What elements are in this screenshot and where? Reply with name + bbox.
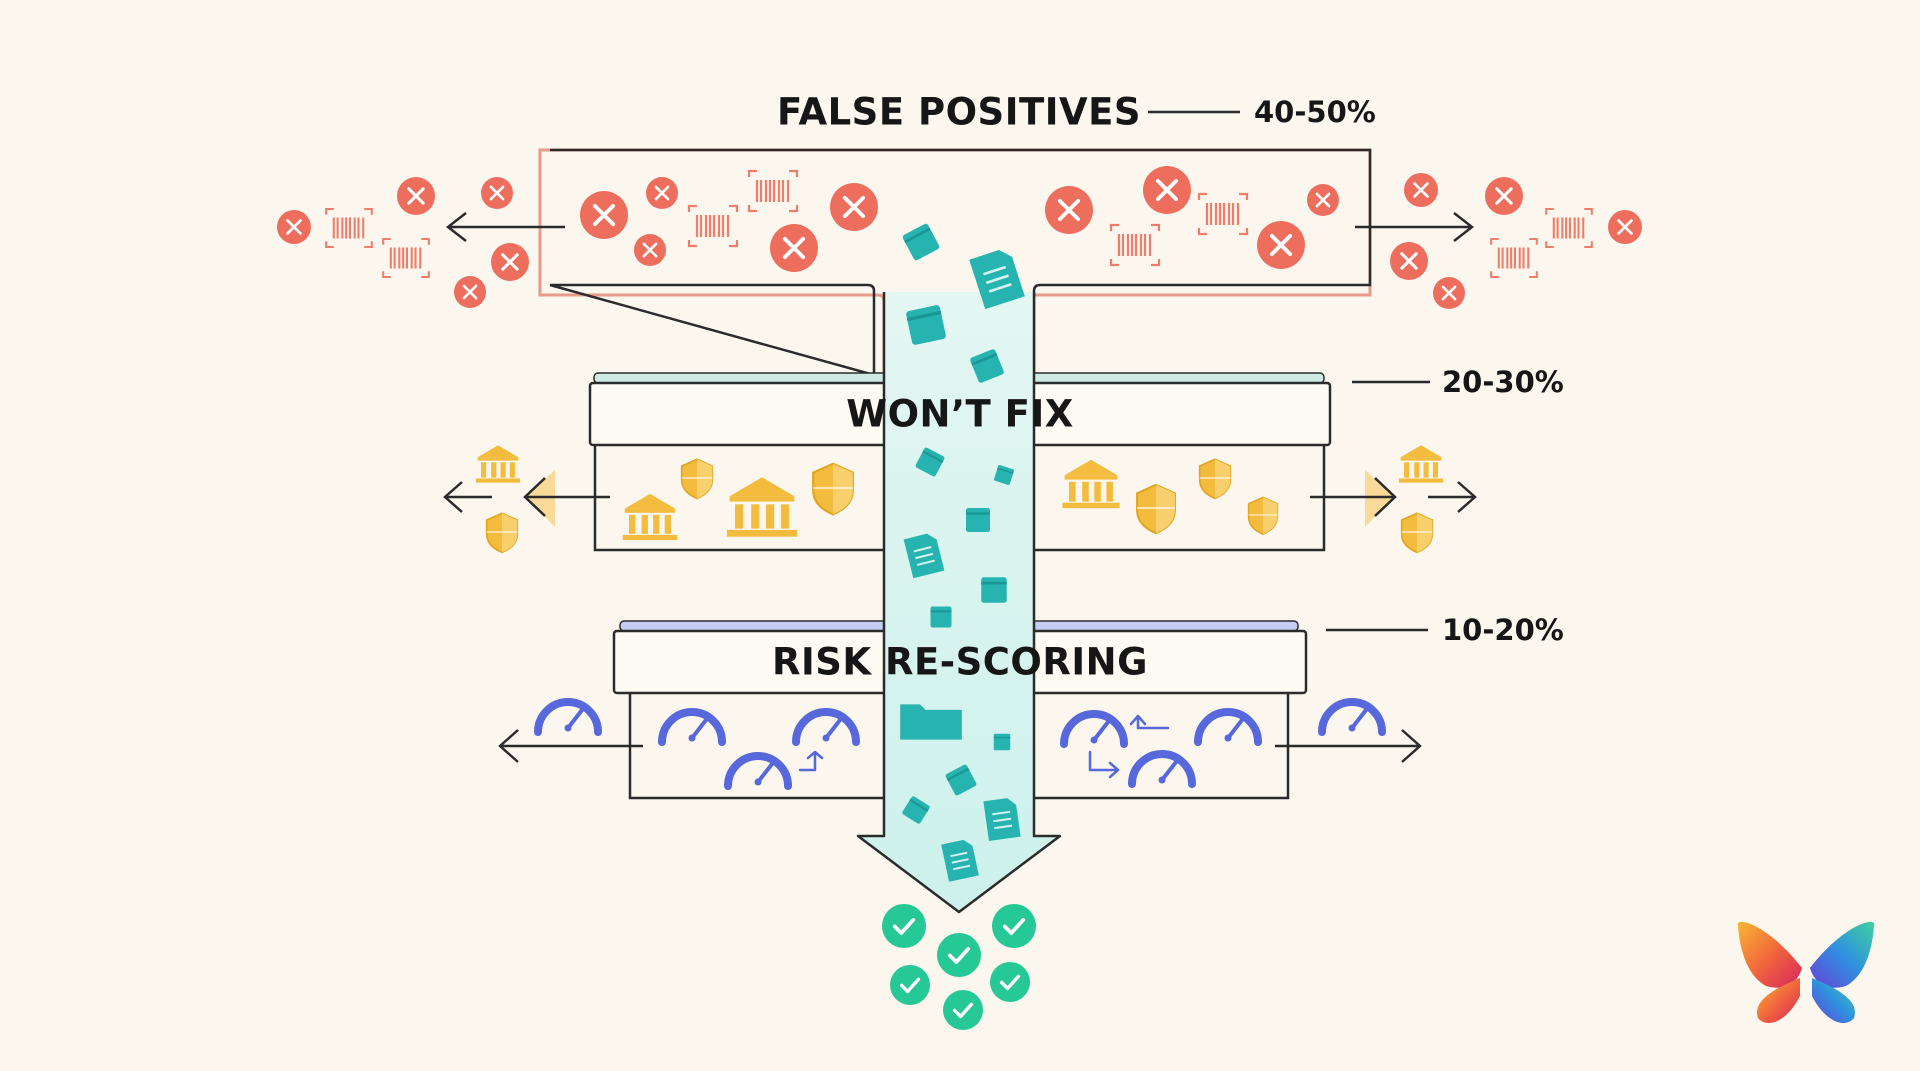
false-positives-title: FALSE POSITIVES: [776, 90, 1142, 134]
risk-rescoring-title: RISK RE-SCORING: [772, 640, 1148, 684]
risk-rescoring-exit-arrows: [498, 729, 1422, 763]
rescore-arrow-icons: [798, 714, 1170, 779]
wont-fix-exit-arrows: [443, 477, 1477, 517]
central-stream: [856, 221, 1062, 914]
risk-rescoring-percent: 10-20%: [1442, 613, 1564, 647]
x-circle-icons: [275, 164, 1644, 311]
false-positives-exit-arrows: [445, 212, 1475, 242]
false-positives-percent: 40-50%: [1254, 95, 1376, 129]
wont-fix-percent: 20-30%: [1442, 365, 1564, 399]
check-circle-icons: [880, 902, 1038, 1032]
wont-fix-title: WON’T FIX: [846, 392, 1074, 436]
butterfly-logo: [1737, 921, 1875, 1024]
